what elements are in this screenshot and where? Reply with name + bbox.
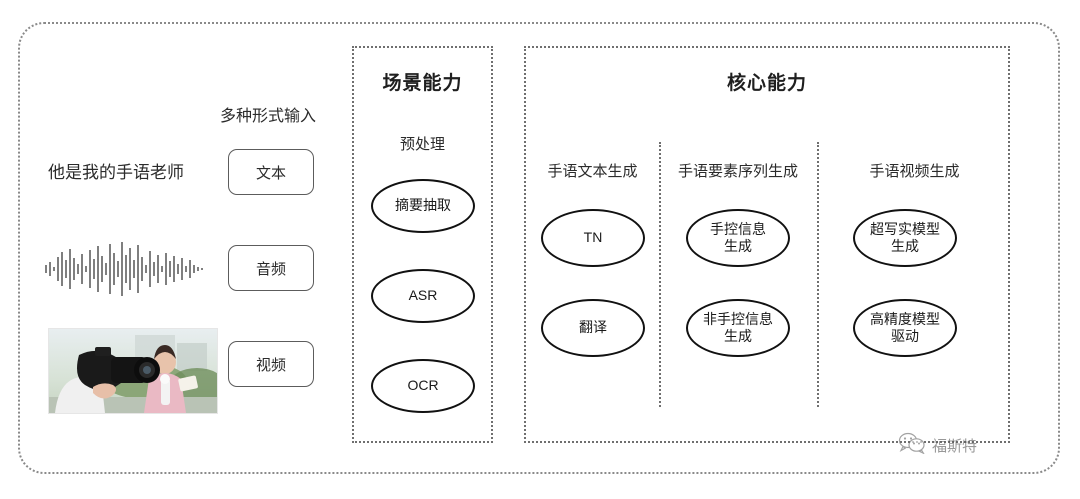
core-column-header-element-sequence: 手语要素序列生成 bbox=[677, 163, 798, 180]
sample-input-text: 他是我的手语老师 bbox=[48, 163, 184, 182]
core-capability-panel: 核心能力 手语文本生成 TN 翻译 手语要素序列生成 手控信息 生成 非手控信息… bbox=[524, 46, 1010, 443]
node-tn[interactable]: TN bbox=[541, 209, 645, 267]
node-asr[interactable]: ASR bbox=[371, 269, 475, 323]
wechat-icon bbox=[898, 432, 926, 459]
node-summary-extraction[interactable]: 摘要抽取 bbox=[371, 179, 475, 233]
core-column-header-text-generation: 手语文本生成 bbox=[547, 163, 638, 180]
audio-waveform-icon bbox=[38, 240, 210, 298]
core-column-header-video-generation: 手语视频生成 bbox=[869, 163, 960, 180]
scene-capability-title: 场景能力 bbox=[382, 73, 463, 94]
scene-capability-subtitle: 预处理 bbox=[399, 136, 445, 153]
input-section: 多种形式输入 他是我的手语老师 bbox=[30, 40, 340, 460]
input-section-heading: 多种形式输入 bbox=[220, 108, 317, 125]
input-chip-text[interactable]: 文本 bbox=[228, 149, 314, 195]
node-ocr[interactable]: OCR bbox=[371, 359, 475, 413]
node-photoreal-model-generation[interactable]: 超写实模型 生成 bbox=[853, 209, 957, 267]
core-column-divider-2 bbox=[817, 142, 819, 407]
scene-capability-panel: 场景能力 预处理 摘要抽取 ASR OCR bbox=[352, 46, 493, 443]
watermark: 福斯特 bbox=[898, 432, 977, 459]
watermark-label: 福斯特 bbox=[932, 438, 978, 455]
node-manual-info-generation[interactable]: 手控信息 生成 bbox=[686, 209, 790, 267]
node-nonmanual-info-generation[interactable]: 非手控信息 生成 bbox=[686, 299, 790, 357]
core-capability-title: 核心能力 bbox=[726, 73, 807, 94]
video-thumbnail-image bbox=[48, 328, 218, 414]
node-translation[interactable]: 翻译 bbox=[541, 299, 645, 357]
input-chip-video[interactable]: 视频 bbox=[228, 341, 314, 387]
core-column-divider-1 bbox=[659, 142, 661, 407]
input-chip-audio[interactable]: 音频 bbox=[228, 245, 314, 291]
node-highprecision-model-driving[interactable]: 高精度模型 驱动 bbox=[853, 299, 957, 357]
diagram-outer-frame bbox=[18, 22, 1060, 474]
